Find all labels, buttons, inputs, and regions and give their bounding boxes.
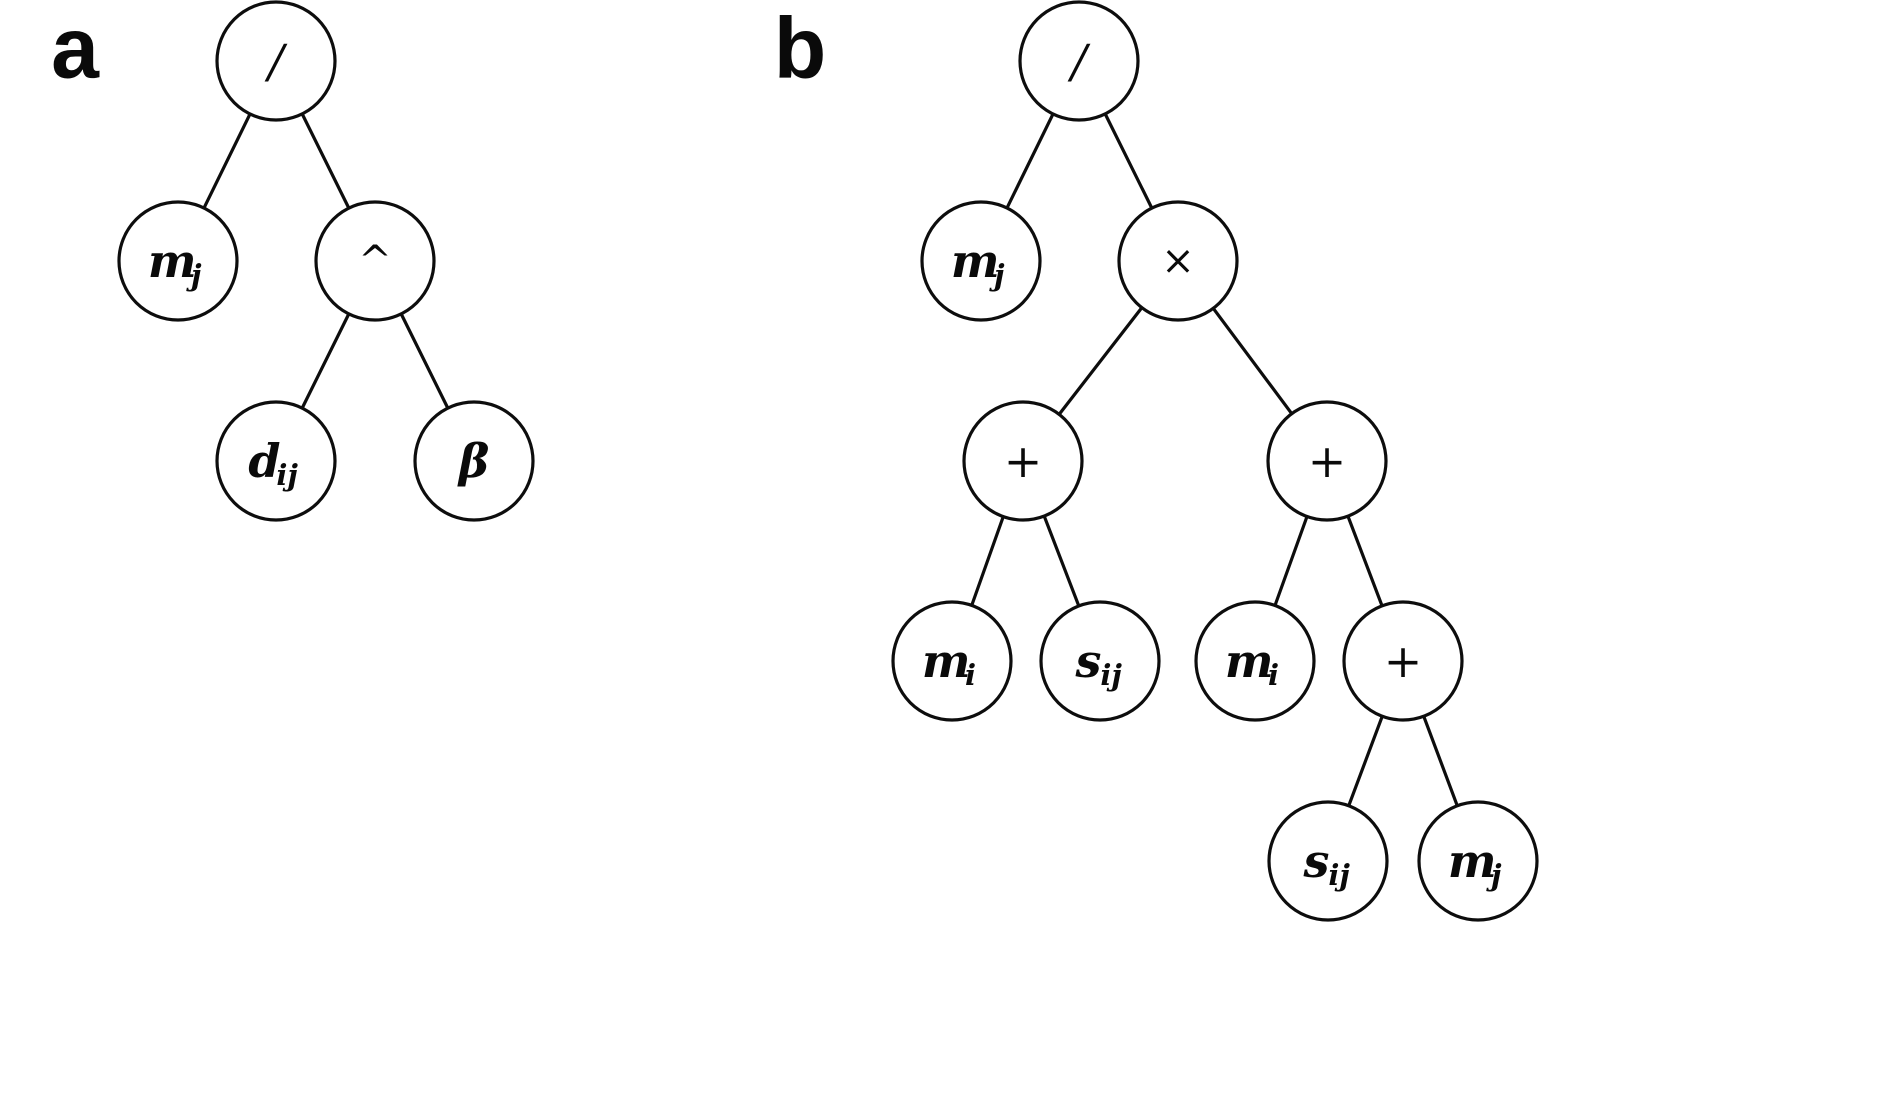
tree-edge [1347, 714, 1384, 808]
node-label: ^ [358, 238, 392, 284]
node-label-subscript: ij [1328, 858, 1350, 892]
node-circle [117, 200, 239, 322]
panel-label-a: a [51, 1, 100, 97]
node-circle [1039, 600, 1161, 722]
node-label: × [1161, 238, 1195, 284]
tree-edge [1005, 112, 1055, 210]
panel-label-b: b [774, 1, 827, 97]
node-circle [1267, 800, 1389, 922]
tree-node-b-mj-top[interactable]: mj [920, 200, 1042, 322]
node-label: β [457, 434, 490, 488]
tree-edge [202, 112, 252, 210]
tree-edge [1103, 112, 1154, 210]
tree-edge [970, 515, 1005, 607]
tree-edge [1346, 514, 1384, 608]
node-label: + [1384, 634, 1423, 688]
node-label-base: d [248, 434, 280, 488]
node-label-subscript: i [1268, 658, 1279, 692]
tree-node-b-mi-2[interactable]: mi [1194, 600, 1316, 722]
node-label-base: m [1448, 834, 1497, 888]
node-label-base: m [148, 234, 197, 288]
node-label: + [1308, 434, 1347, 488]
tree-edge [300, 312, 351, 410]
tree-node-a-pow[interactable]: ^ [314, 200, 436, 322]
tree-edge [1211, 306, 1294, 416]
tree-edge [300, 112, 351, 210]
tree-node-b-root[interactable]: / [1018, 0, 1140, 122]
tree-edge [1273, 514, 1309, 608]
tree-edge [1042, 514, 1081, 608]
node-circle [215, 0, 337, 122]
tree-node-b-plusL[interactable]: + [962, 400, 1084, 522]
tree-edge [399, 312, 450, 410]
node-label-subscript: ij [276, 458, 298, 492]
tree-node-b-mi-1[interactable]: mi [891, 600, 1013, 722]
tree-node-a-dij[interactable]: dij [215, 400, 337, 522]
tree-node-a-beta[interactable]: β [413, 400, 535, 522]
node-circle [314, 200, 436, 322]
node-circle [215, 400, 337, 522]
node-label-base: m [922, 634, 971, 688]
node-circle [1266, 400, 1388, 522]
tree-node-a-root[interactable]: / [215, 0, 337, 122]
node-circle [1018, 0, 1140, 122]
node-circle [1417, 800, 1539, 922]
tree-node-b-plus-in[interactable]: + [1342, 600, 1464, 722]
node-label-base: m [1225, 634, 1274, 688]
node-label-subscript: i [965, 658, 976, 692]
node-circle [1194, 600, 1316, 722]
tree-edge [1422, 714, 1459, 808]
node-label-base: s [1302, 834, 1329, 888]
tree-node-b-times[interactable]: × [1117, 200, 1239, 322]
node-label-base: s [1074, 634, 1101, 688]
node-circle [1342, 600, 1464, 722]
node-label: + [1004, 434, 1043, 488]
edges-layer [202, 112, 1459, 808]
tree-node-a-mj[interactable]: mj [117, 200, 239, 322]
tree-edge [1057, 306, 1144, 416]
node-circle [891, 600, 1013, 722]
tree-node-b-mj-bot[interactable]: mj [1417, 800, 1539, 922]
node-circle [1117, 200, 1239, 322]
node-label-subscript: ij [1100, 658, 1122, 692]
tree-node-b-plusR[interactable]: + [1266, 400, 1388, 522]
node-circle [413, 400, 535, 522]
node-circle [920, 200, 1042, 322]
node-circle [962, 400, 1084, 522]
node-label-base: m [951, 234, 1000, 288]
